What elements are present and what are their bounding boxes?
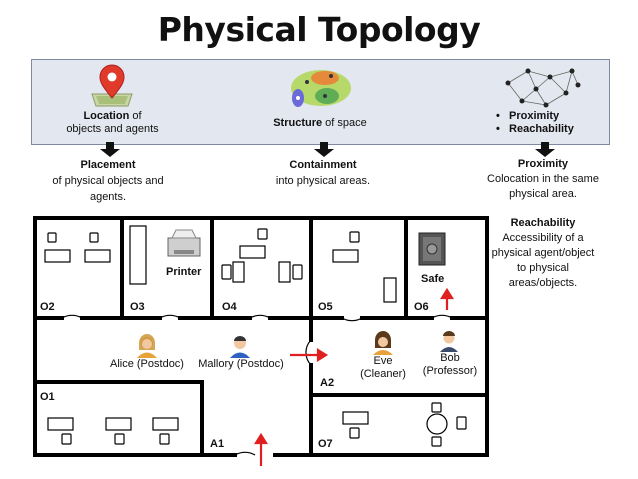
map-pin-icon (91, 64, 133, 107)
mallory-avatar (230, 336, 250, 358)
room-A1-label: A1 (210, 438, 225, 450)
room-O6-label: O6 (414, 301, 429, 313)
containment-definition: Containment into physical areas. (275, 159, 371, 187)
printer-icon (167, 229, 201, 257)
proximity-bullets: • Proximity • Reachability (496, 110, 574, 135)
room-O3-label: O3 (130, 301, 145, 313)
room-O2-label: O2 (40, 301, 55, 313)
proximity-definition: Proximity Colocation in the same physica… (487, 158, 599, 200)
room-A2-label: A2 (320, 377, 335, 389)
mallory-label: Mallory (Postdoc) (198, 358, 284, 370)
placement-definition: Placement of physical objects and agents… (52, 159, 164, 203)
eve-label: Eve(Cleaner) (360, 355, 406, 380)
structure-icon (291, 70, 351, 107)
alice-avatar (137, 334, 157, 358)
structure-label: Structure of space (273, 117, 367, 129)
location-label: Location of objects and agents (66, 110, 159, 135)
page-title: Physical Topology (157, 10, 481, 49)
room-O4-label: O4 (222, 301, 237, 313)
network-icon (505, 68, 581, 108)
safe-icon (418, 232, 446, 266)
bob-avatar (440, 331, 458, 352)
eve-avatar (373, 331, 393, 355)
printer-label: Printer (166, 266, 202, 278)
reachability-definition: Reachability Accessibility of a physical… (491, 217, 595, 289)
room-O7-label: O7 (318, 438, 333, 450)
alice-label: Alice (Postdoc) (110, 358, 184, 370)
safe-label: Safe (421, 273, 445, 285)
room-O5-label: O5 (318, 301, 333, 313)
room-O1-label: O1 (40, 391, 55, 403)
bob-label: Bob(Professor) (422, 352, 478, 377)
